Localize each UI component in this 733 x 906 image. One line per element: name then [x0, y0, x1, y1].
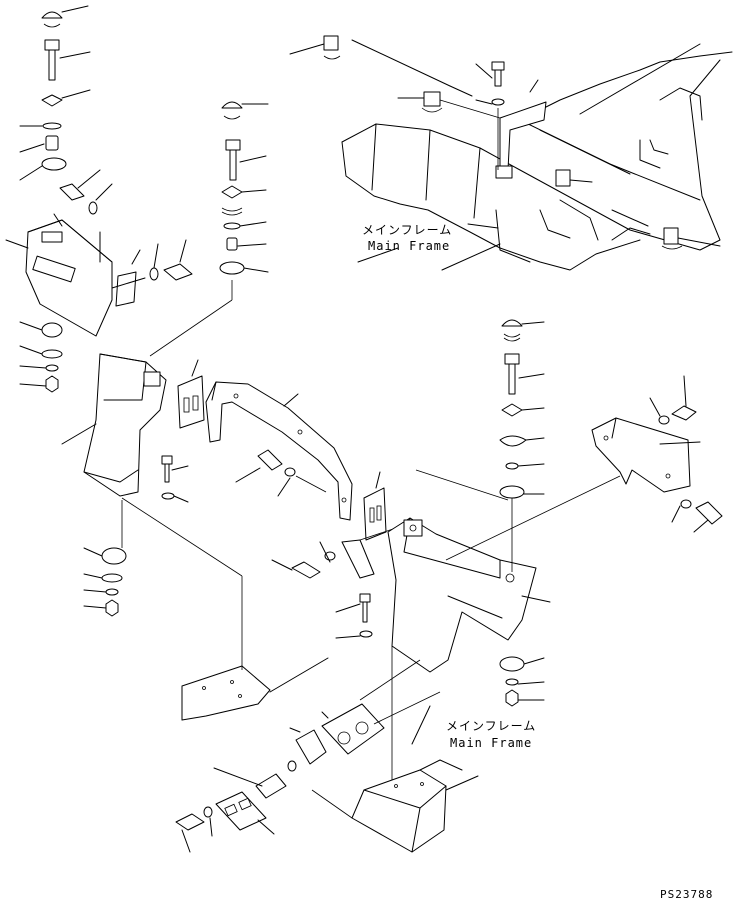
- right-tall-bracket: [359, 517, 551, 780]
- bottom-support-pieces: [175, 703, 385, 853]
- main-frame-label-bottom-en: Main Frame: [450, 736, 533, 750]
- left-tall-bracket: [61, 353, 205, 503]
- drawing-number: PS23788: [660, 888, 714, 901]
- main-frame-label-bottom-jp: メインフレーム: [446, 719, 537, 733]
- center-bolt-washer: [271, 527, 397, 639]
- left-bottom-mount: [83, 500, 127, 617]
- center-arch-guard: [205, 381, 387, 541]
- main-frame-top: [289, 35, 733, 271]
- right-mount-stack: [499, 319, 545, 707]
- main-frame-label-top-en: Main Frame: [368, 239, 451, 253]
- main-frame-label-top-jp: メインフレーム: [362, 223, 453, 237]
- left-mount-stack: [19, 5, 113, 215]
- left-lower-stack: [19, 321, 63, 393]
- left-box-bracket: [5, 213, 193, 337]
- bottom-left-block: [121, 497, 329, 721]
- right-guard-plate: [415, 375, 723, 561]
- bottom-right-block: [311, 691, 479, 853]
- center-mount-stack: [149, 101, 269, 357]
